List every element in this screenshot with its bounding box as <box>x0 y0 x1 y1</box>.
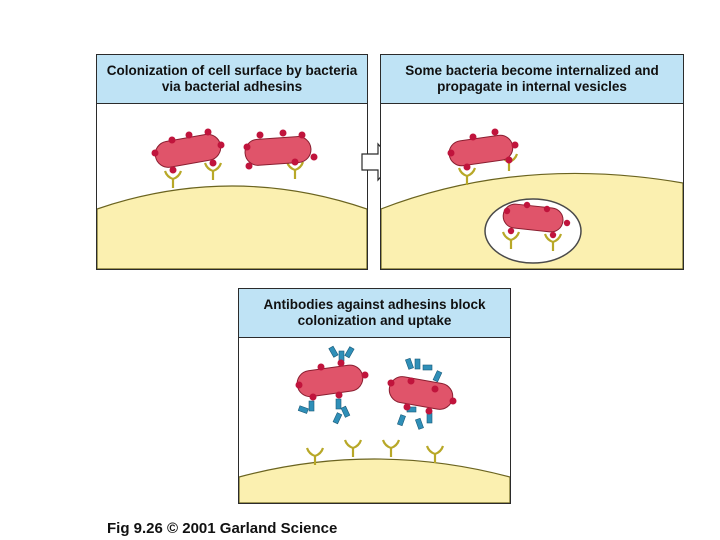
panel-title-line-1: Some bacteria become internalized and <box>405 63 659 78</box>
adhesin <box>523 201 531 209</box>
adhesin <box>491 128 499 136</box>
antibody <box>415 417 424 430</box>
panel-title-line-2: propagate in internal vesicles <box>437 79 627 94</box>
host-cell-surface <box>97 185 367 269</box>
adhesin <box>291 158 299 166</box>
bacterium <box>448 134 514 167</box>
adhesin <box>387 379 395 387</box>
adhesin <box>337 359 345 367</box>
adhesin <box>185 131 193 139</box>
adhesin <box>204 128 212 136</box>
adhesin <box>407 377 415 385</box>
adhesin <box>317 363 325 371</box>
receptor <box>305 447 325 465</box>
panel-colonization: Colonization of cell surface by bacteria… <box>96 54 368 270</box>
receptor <box>543 233 563 251</box>
adhesin <box>169 166 177 174</box>
adhesin <box>209 159 217 167</box>
antibody <box>335 398 342 410</box>
internalization-illustration <box>381 128 683 269</box>
adhesin <box>403 403 411 411</box>
adhesin <box>463 163 471 171</box>
bacterium <box>296 364 364 398</box>
receptor <box>457 167 477 185</box>
antibody <box>332 412 343 425</box>
adhesin <box>563 219 571 227</box>
antibody <box>340 405 351 418</box>
receptor <box>203 162 223 180</box>
adhesin <box>256 131 264 139</box>
antibody-illustration <box>239 345 510 503</box>
adhesin <box>449 397 457 405</box>
adhesin <box>431 385 439 393</box>
receptor <box>343 439 363 457</box>
panel-header: Colonization of cell surface by bacteria… <box>97 55 367 104</box>
antibody <box>397 414 406 427</box>
adhesin <box>168 136 176 144</box>
receptor <box>501 231 521 249</box>
adhesin <box>335 391 343 399</box>
bacterium <box>244 136 312 166</box>
adhesin <box>310 153 318 161</box>
adhesin <box>151 149 159 157</box>
receptor <box>163 170 183 188</box>
colonization-illustration <box>97 128 367 269</box>
panel-header: Antibodies against adhesins block coloni… <box>239 289 510 338</box>
figure-caption: Fig 9.26 © 2001 Garland Science <box>107 520 338 537</box>
antibody <box>338 350 345 362</box>
panel-title-line-2: colonization and uptake <box>297 313 452 328</box>
adhesin <box>295 381 303 389</box>
panel-internalization: Some bacteria become internalized and pr… <box>380 54 684 270</box>
receptor <box>425 445 445 463</box>
antibody <box>405 357 414 370</box>
panel-title-line-1: Colonization of cell surface by bacteria <box>106 63 358 78</box>
adhesin <box>447 149 455 157</box>
adhesin <box>507 227 515 235</box>
adhesin <box>549 231 557 239</box>
adhesin <box>511 141 519 149</box>
adhesin <box>217 141 225 149</box>
antibody <box>426 412 433 424</box>
adhesin <box>298 131 306 139</box>
panel-antibodies: Antibodies against adhesins block coloni… <box>238 288 511 504</box>
bacterium <box>388 376 454 410</box>
panel-title-line-2: via bacterial adhesins <box>161 79 303 94</box>
adhesin <box>503 207 511 215</box>
host-cell-surface <box>239 458 510 503</box>
receptor <box>381 439 401 457</box>
antibody <box>328 345 339 358</box>
adhesin <box>361 371 369 379</box>
panel-header: Some bacteria become internalized and pr… <box>381 55 683 104</box>
adhesin <box>245 162 253 170</box>
antibody <box>432 370 443 383</box>
adhesin <box>425 407 433 415</box>
antibody <box>422 364 433 371</box>
adhesin <box>243 143 251 151</box>
adhesin <box>309 393 317 401</box>
adhesin <box>543 205 551 213</box>
antibody <box>297 405 309 414</box>
adhesin <box>505 156 513 164</box>
antibody <box>308 400 315 412</box>
panel-title-line-1: Antibodies against adhesins block <box>263 297 486 312</box>
adhesin <box>469 133 477 141</box>
antibody <box>344 346 355 359</box>
adhesin <box>279 129 287 137</box>
antibody <box>414 358 421 370</box>
